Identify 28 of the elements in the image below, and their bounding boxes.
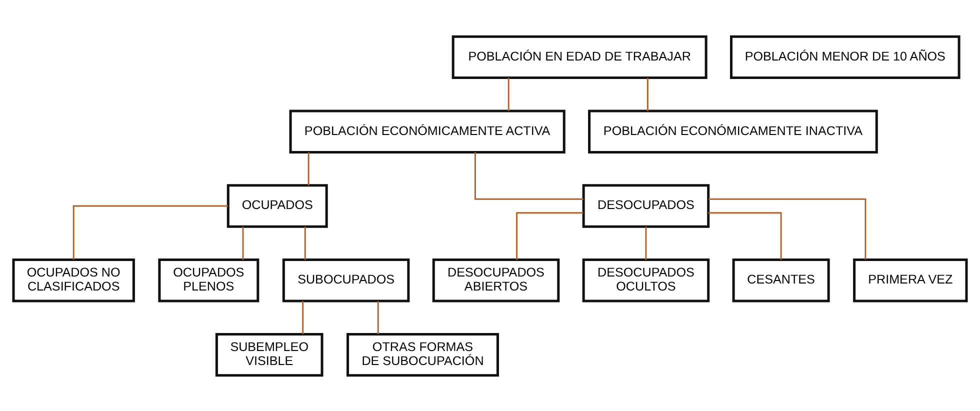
connector: [302, 300, 304, 334]
node-box: DESOCUPADOS: [582, 184, 710, 228]
connector: [645, 226, 647, 260]
connector: [508, 77, 510, 110]
connector: [708, 198, 866, 259]
node-box: PRIMERA VEZ: [853, 258, 968, 302]
node-box: OCUPADOS PLENOS: [158, 258, 260, 302]
node-box: DESOCUPADOS ABIERTOS: [432, 258, 560, 302]
connector: [304, 226, 306, 260]
node-box: OTRAS FORMAS DE SUBOCUPACIÓN: [346, 332, 499, 376]
node-box: DESOCUPADOS OCULTOS: [582, 258, 710, 302]
node-box: CESANTES: [732, 258, 830, 302]
node-box: SUBOCUPADOS: [282, 258, 410, 302]
connector: [377, 300, 379, 334]
node-box: POBLACIÓN ECONÓMICAMENTE INACTIVA: [588, 109, 878, 153]
node-box: SUBEMPLEO VISIBLE: [215, 332, 324, 376]
node-box: OCUPADOS: [226, 184, 328, 228]
node-box: POBLACIÓN ECONÓMICAMENTE ACTIVA: [289, 109, 566, 153]
connector: [646, 77, 648, 110]
connector: [708, 212, 782, 260]
connector: [242, 226, 244, 260]
connector: [72, 204, 228, 260]
connector: [516, 212, 584, 260]
node-box: POBLACIÓN EN EDAD DE TRABAJAR: [452, 34, 708, 79]
node-box: POBLACIÓN MENOR DE 10 AÑOS: [730, 34, 960, 79]
connector: [308, 152, 310, 185]
node-box: OCUPADOS NO CLASIFICADOS: [12, 258, 135, 302]
connector: [474, 152, 584, 200]
